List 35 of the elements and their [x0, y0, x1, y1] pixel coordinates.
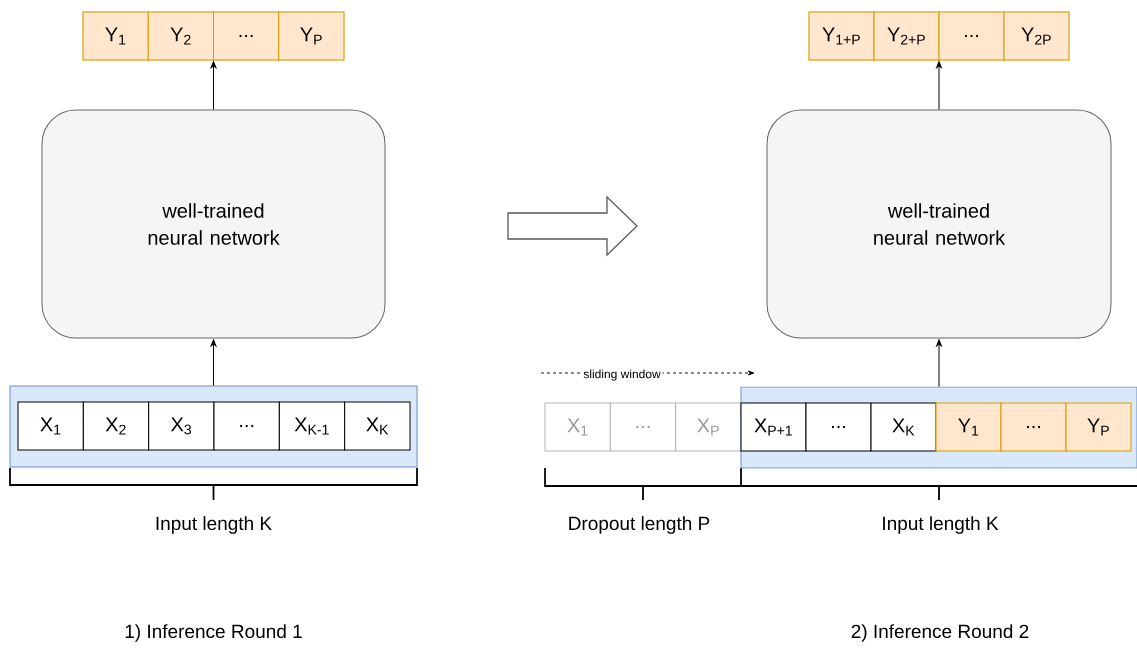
- input-cell: ...: [213, 401, 280, 451]
- output-cell: Y$_{2}$: [147, 11, 214, 61]
- input-cell: X$_{1}$: [17, 401, 84, 451]
- bracket-label: Dropout length P: [569, 516, 710, 534]
- network-box: well-trained neural network: [766, 109, 1112, 339]
- dropped-cell: ...: [609, 402, 677, 452]
- output-cell: Y$_{1}$: [935, 402, 1002, 452]
- input-cell: ...: [805, 402, 872, 452]
- arrow: [936, 61, 942, 110]
- output-cell: Y$_{P}$: [1065, 402, 1132, 452]
- output-cell: Y$_{P}$: [278, 11, 345, 61]
- output-cell: Y$_{1+P}$: [808, 11, 875, 61]
- input-cell: X$_{3}$: [148, 401, 215, 451]
- output-cell: Y$_{2P}$: [1003, 11, 1070, 61]
- input-cell: X$_{K}$: [870, 402, 937, 452]
- arrow: [210, 61, 217, 110]
- bracket-label: Input length K: [883, 516, 999, 534]
- input-cell: X$_{K-1}$: [278, 401, 346, 451]
- bracket-label: Input length K: [156, 516, 272, 534]
- network-box: well-trained neural network: [41, 109, 386, 339]
- round-caption: 2) Inference Round 2: [851, 624, 1029, 642]
- input-cell: X$_{2}$: [82, 401, 150, 451]
- output-cell: ...: [1000, 402, 1067, 452]
- arrow-label: sliding window: [581, 367, 663, 383]
- output-cell: Y$_{2+P}$: [873, 11, 940, 61]
- input-cell: X$_{P+1}$: [740, 402, 807, 452]
- dropped-cell: X$_{1}$: [544, 402, 611, 452]
- dropped-cell: X$_{P}$: [675, 402, 742, 452]
- output-cell: ...: [938, 11, 1005, 61]
- input-cell: X$_{K}$: [344, 401, 411, 451]
- round-caption: 1) Inference Round 1: [125, 624, 302, 642]
- output-cell: Y$_{1}$: [82, 11, 149, 61]
- output-cell: ...: [213, 11, 280, 61]
- arrow: [210, 339, 217, 386]
- arrow: [936, 339, 942, 387]
